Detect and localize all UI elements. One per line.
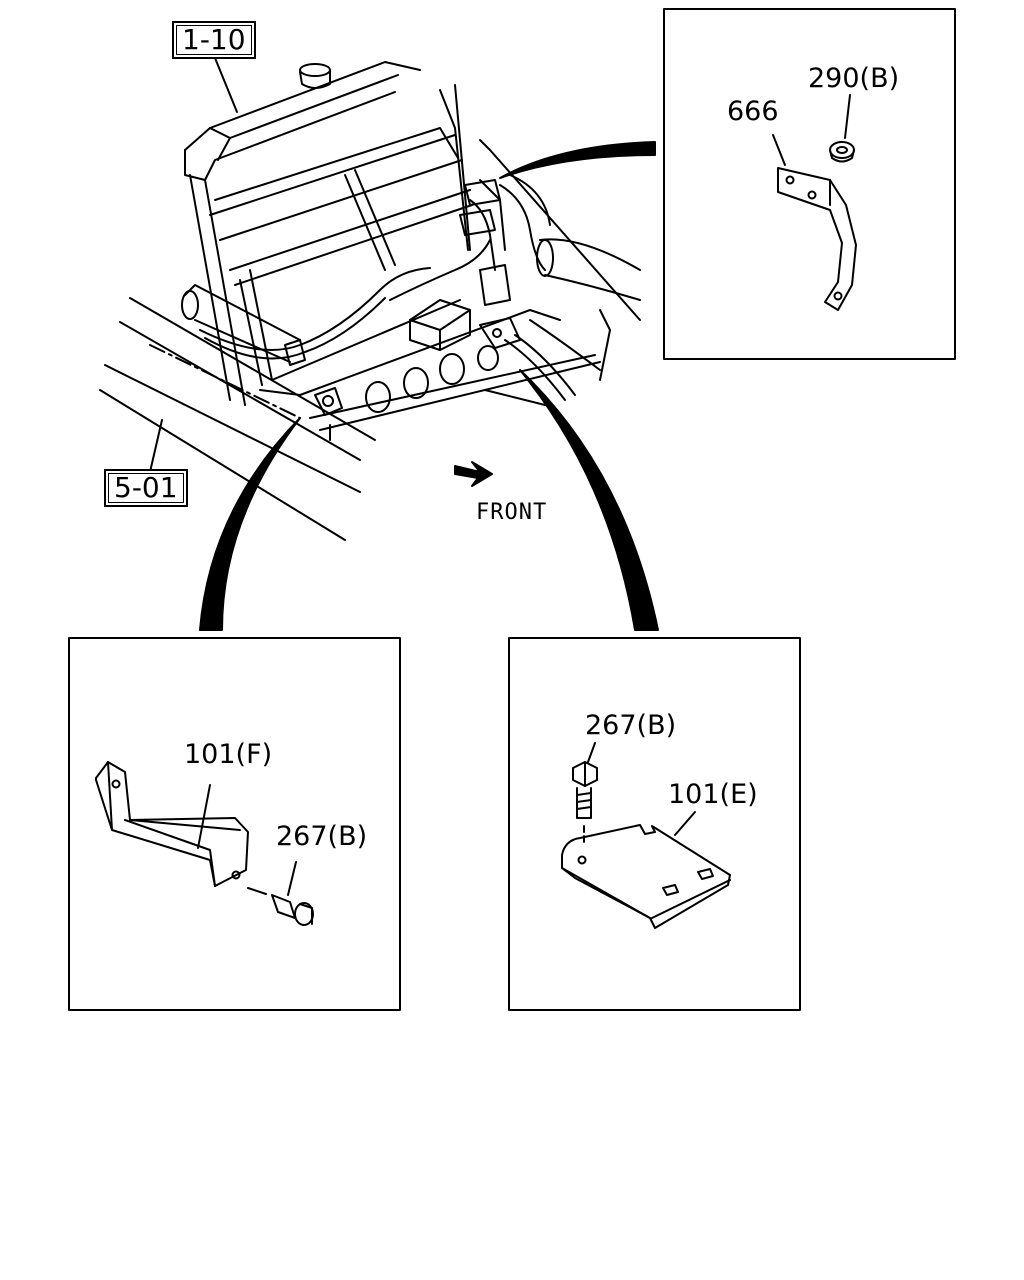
front-arrow-icon xyxy=(454,461,493,487)
front-direction-label: FRONT xyxy=(476,500,548,525)
part-label-101e: 101(E) xyxy=(668,779,758,810)
pointer-top-right xyxy=(499,141,656,179)
bolt-267b-right xyxy=(572,742,598,846)
ref-label-5-01: 5-01 xyxy=(114,471,178,504)
part-label-267b-right: 267(B) xyxy=(585,710,677,741)
part-label-290b: 290(B) xyxy=(808,63,900,94)
leader-1-10 xyxy=(214,57,238,113)
pointer-bottom-left xyxy=(199,417,301,631)
bracket-101f xyxy=(95,761,249,887)
bracket-666 xyxy=(772,134,857,311)
detail-box-bottom-left xyxy=(68,637,401,1011)
radiator-assembly xyxy=(99,61,641,541)
detail-box-bottom-right xyxy=(508,637,801,1011)
part-label-101f: 101(F) xyxy=(184,739,273,770)
bolt-267b-left xyxy=(247,861,314,926)
ref-box-1-10[interactable]: 1-10 xyxy=(172,21,256,59)
leader-5-01 xyxy=(149,419,163,473)
ref-label-1-10: 1-10 xyxy=(182,23,246,56)
part-label-666: 666 xyxy=(727,96,779,127)
plate-101e xyxy=(561,811,731,929)
ref-box-5-01[interactable]: 5-01 xyxy=(104,469,188,507)
part-label-267b-left: 267(B) xyxy=(276,821,368,852)
detail-box-top-right xyxy=(663,8,956,360)
pointer-bottom-right xyxy=(519,369,659,631)
nut-290b xyxy=(829,94,855,163)
